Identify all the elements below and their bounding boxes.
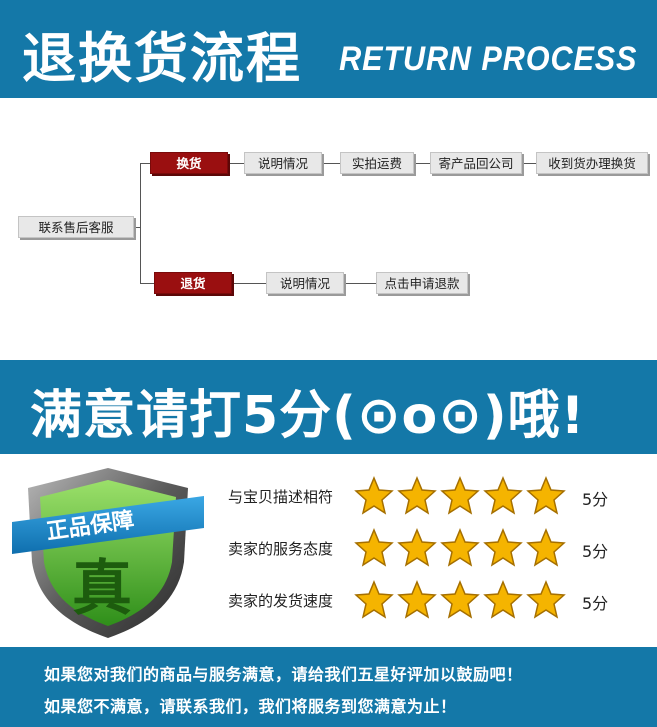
connector [140, 163, 150, 164]
connector [344, 283, 376, 284]
rating-band [0, 360, 657, 454]
star-icon [354, 528, 394, 567]
flow-exchange-step-2: 实拍运费 [340, 152, 414, 174]
connector [140, 283, 154, 284]
rating-row-score: 5分 [582, 490, 609, 509]
star-group [354, 528, 566, 568]
star-icon [440, 580, 480, 619]
footer-line-1: 如果您对我们的商品与服务满意，请给我们五星好评加以鼓励吧！ [44, 665, 523, 684]
rating-row-score: 5分 [582, 542, 609, 561]
flow-exchange-step-1: 说明情况 [244, 152, 322, 174]
star-icon [397, 476, 437, 515]
page-title: 退换货流程 [22, 27, 302, 90]
flow-exchange-step-3: 寄产品回公司 [430, 152, 522, 174]
star-icon [483, 528, 523, 567]
ratings-section: 正品保障 真 与宝贝描述相符 5分 卖家的服务态度 5分 [0, 454, 657, 647]
footer-line-2: 如果您不满意，请联系我们，我们将服务到您满意为止！ [44, 697, 457, 716]
star-icon [526, 580, 566, 619]
star-icon [397, 528, 437, 567]
star-icon [397, 580, 437, 619]
connector [228, 163, 244, 164]
authentic-guarantee-shield-icon [12, 468, 204, 638]
rating-row: 与宝贝描述相符 5分 [228, 476, 628, 516]
flow-exchange-step-4: 收到货办理换货 [536, 152, 648, 174]
rating-row: 卖家的发货速度 5分 [228, 580, 628, 620]
connector [522, 163, 536, 164]
flow-start-box: 联系售后客服 [18, 216, 134, 238]
rating-row-label: 与宝贝描述相符 [228, 488, 334, 506]
rating-title: 满意请打5分(⊙o⊙)哦! [30, 386, 586, 446]
flow-exchange-box: 换货 [150, 152, 228, 174]
return-flow-diagram: 联系售后客服 换货 说明情况 实拍运费 寄产品回公司 收到货办理换货 退货 说明… [0, 98, 657, 360]
page-subtitle: RETURN PROCESS [338, 40, 637, 78]
flow-refund-box: 退货 [154, 272, 232, 294]
star-icon [354, 580, 394, 619]
rating-row-score: 5分 [582, 594, 609, 613]
connector [140, 163, 141, 283]
star-icon [483, 476, 523, 515]
star-icon [440, 528, 480, 567]
star-icon [440, 476, 480, 515]
shield-main-glyph: 真 [72, 554, 132, 624]
rating-row-label: 卖家的服务态度 [228, 540, 334, 558]
rating-row-label: 卖家的发货速度 [228, 592, 334, 610]
flow-refund-step-1: 说明情况 [266, 272, 344, 294]
star-group [354, 476, 566, 516]
connector [322, 163, 340, 164]
rating-row: 卖家的服务态度 5分 [228, 528, 628, 568]
star-group [354, 580, 566, 620]
connector [232, 283, 266, 284]
footer-band: 如果您对我们的商品与服务满意，请给我们五星好评加以鼓励吧！ 如果您不满意，请联系… [0, 647, 657, 727]
connector [133, 227, 141, 228]
star-icon [483, 580, 523, 619]
star-icon [526, 528, 566, 567]
star-icon [354, 476, 394, 515]
connector [414, 163, 430, 164]
star-icon [526, 476, 566, 515]
header-band: 退换货流程 RETURN PROCESS [0, 0, 657, 98]
flow-refund-step-2: 点击申请退款 [376, 272, 468, 294]
